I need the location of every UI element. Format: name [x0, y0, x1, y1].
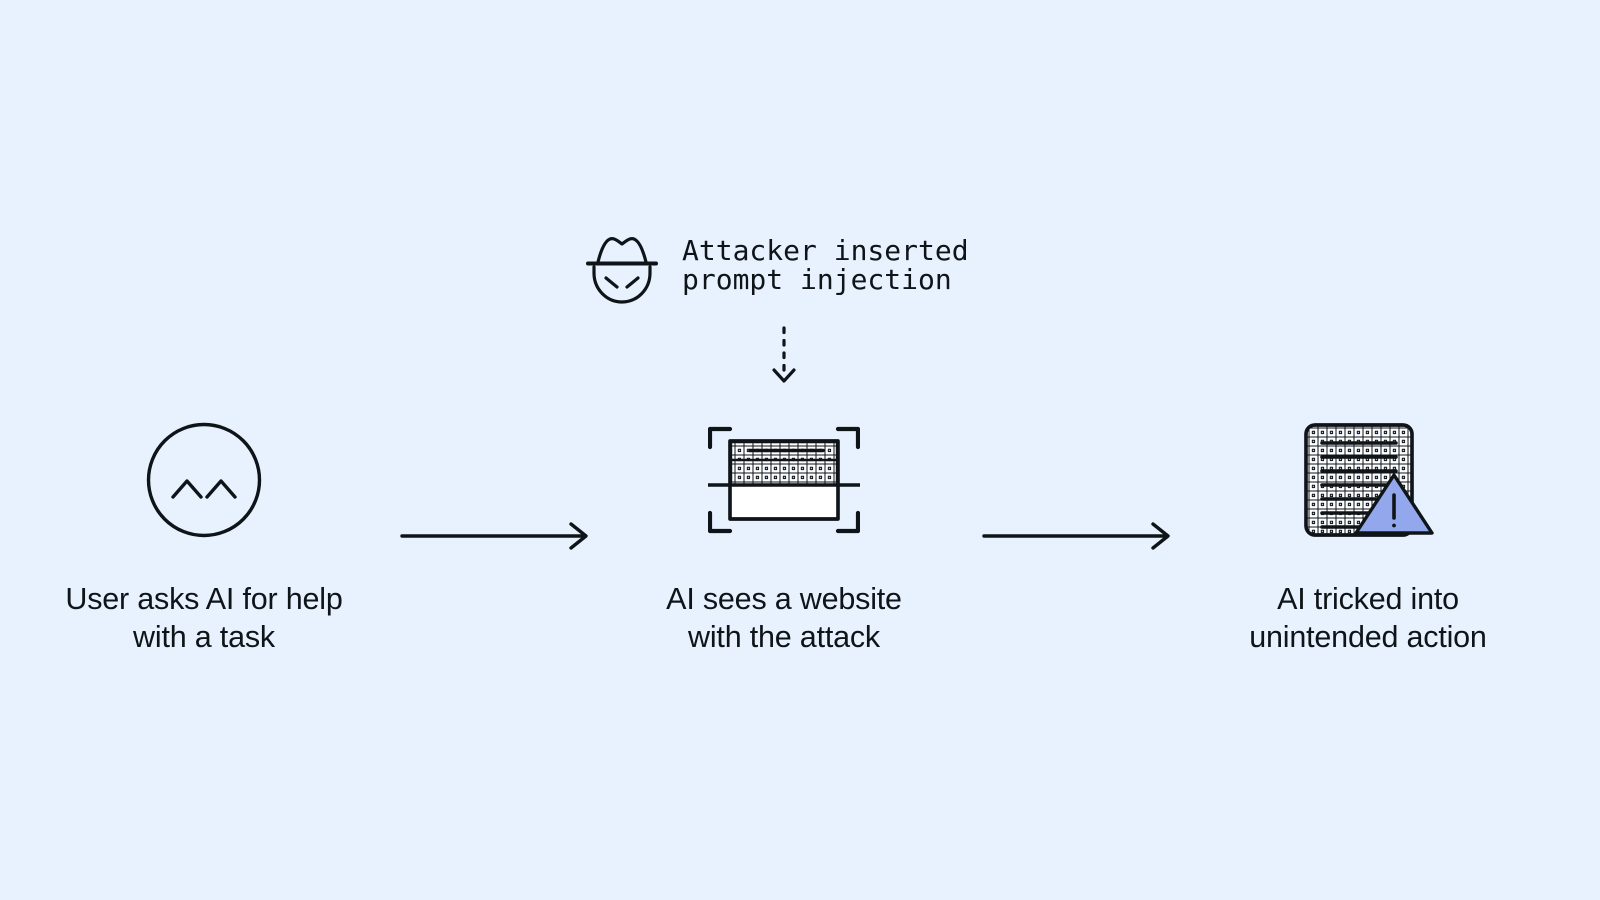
browser-window-scan-icon: [706, 419, 862, 546]
step-user: User asks AI for help with a task: [0, 418, 414, 657]
right-arrow-icon: [398, 508, 594, 558]
dashed-down-arrow-icon: [762, 326, 806, 390]
step-website-label: AI sees a website with the attack: [666, 582, 902, 655]
step-website: AI sees a website with the attack: [574, 418, 994, 657]
steps-row: User asks AI for help with a task: [0, 418, 1600, 678]
step-website-icon-wrap: [574, 418, 994, 546]
attacker-callout-text: Attacker inserted prompt injection: [682, 234, 969, 296]
step-action-label: AI tricked into unintended action: [1249, 582, 1487, 655]
attacker-hat-face-icon: [584, 226, 660, 306]
step-action-icon-wrap: [1158, 418, 1578, 546]
smiling-face-icon: [145, 421, 263, 544]
step-user-label: User asks AI for help with a task: [65, 582, 343, 655]
right-arrow-icon: [980, 508, 1176, 558]
step-action: AI tricked into unintended action: [1158, 418, 1578, 657]
document-warning-icon: [1300, 419, 1436, 546]
attacker-callout: Attacker inserted prompt injection: [584, 226, 969, 306]
step-user-icon-wrap: [0, 418, 414, 546]
